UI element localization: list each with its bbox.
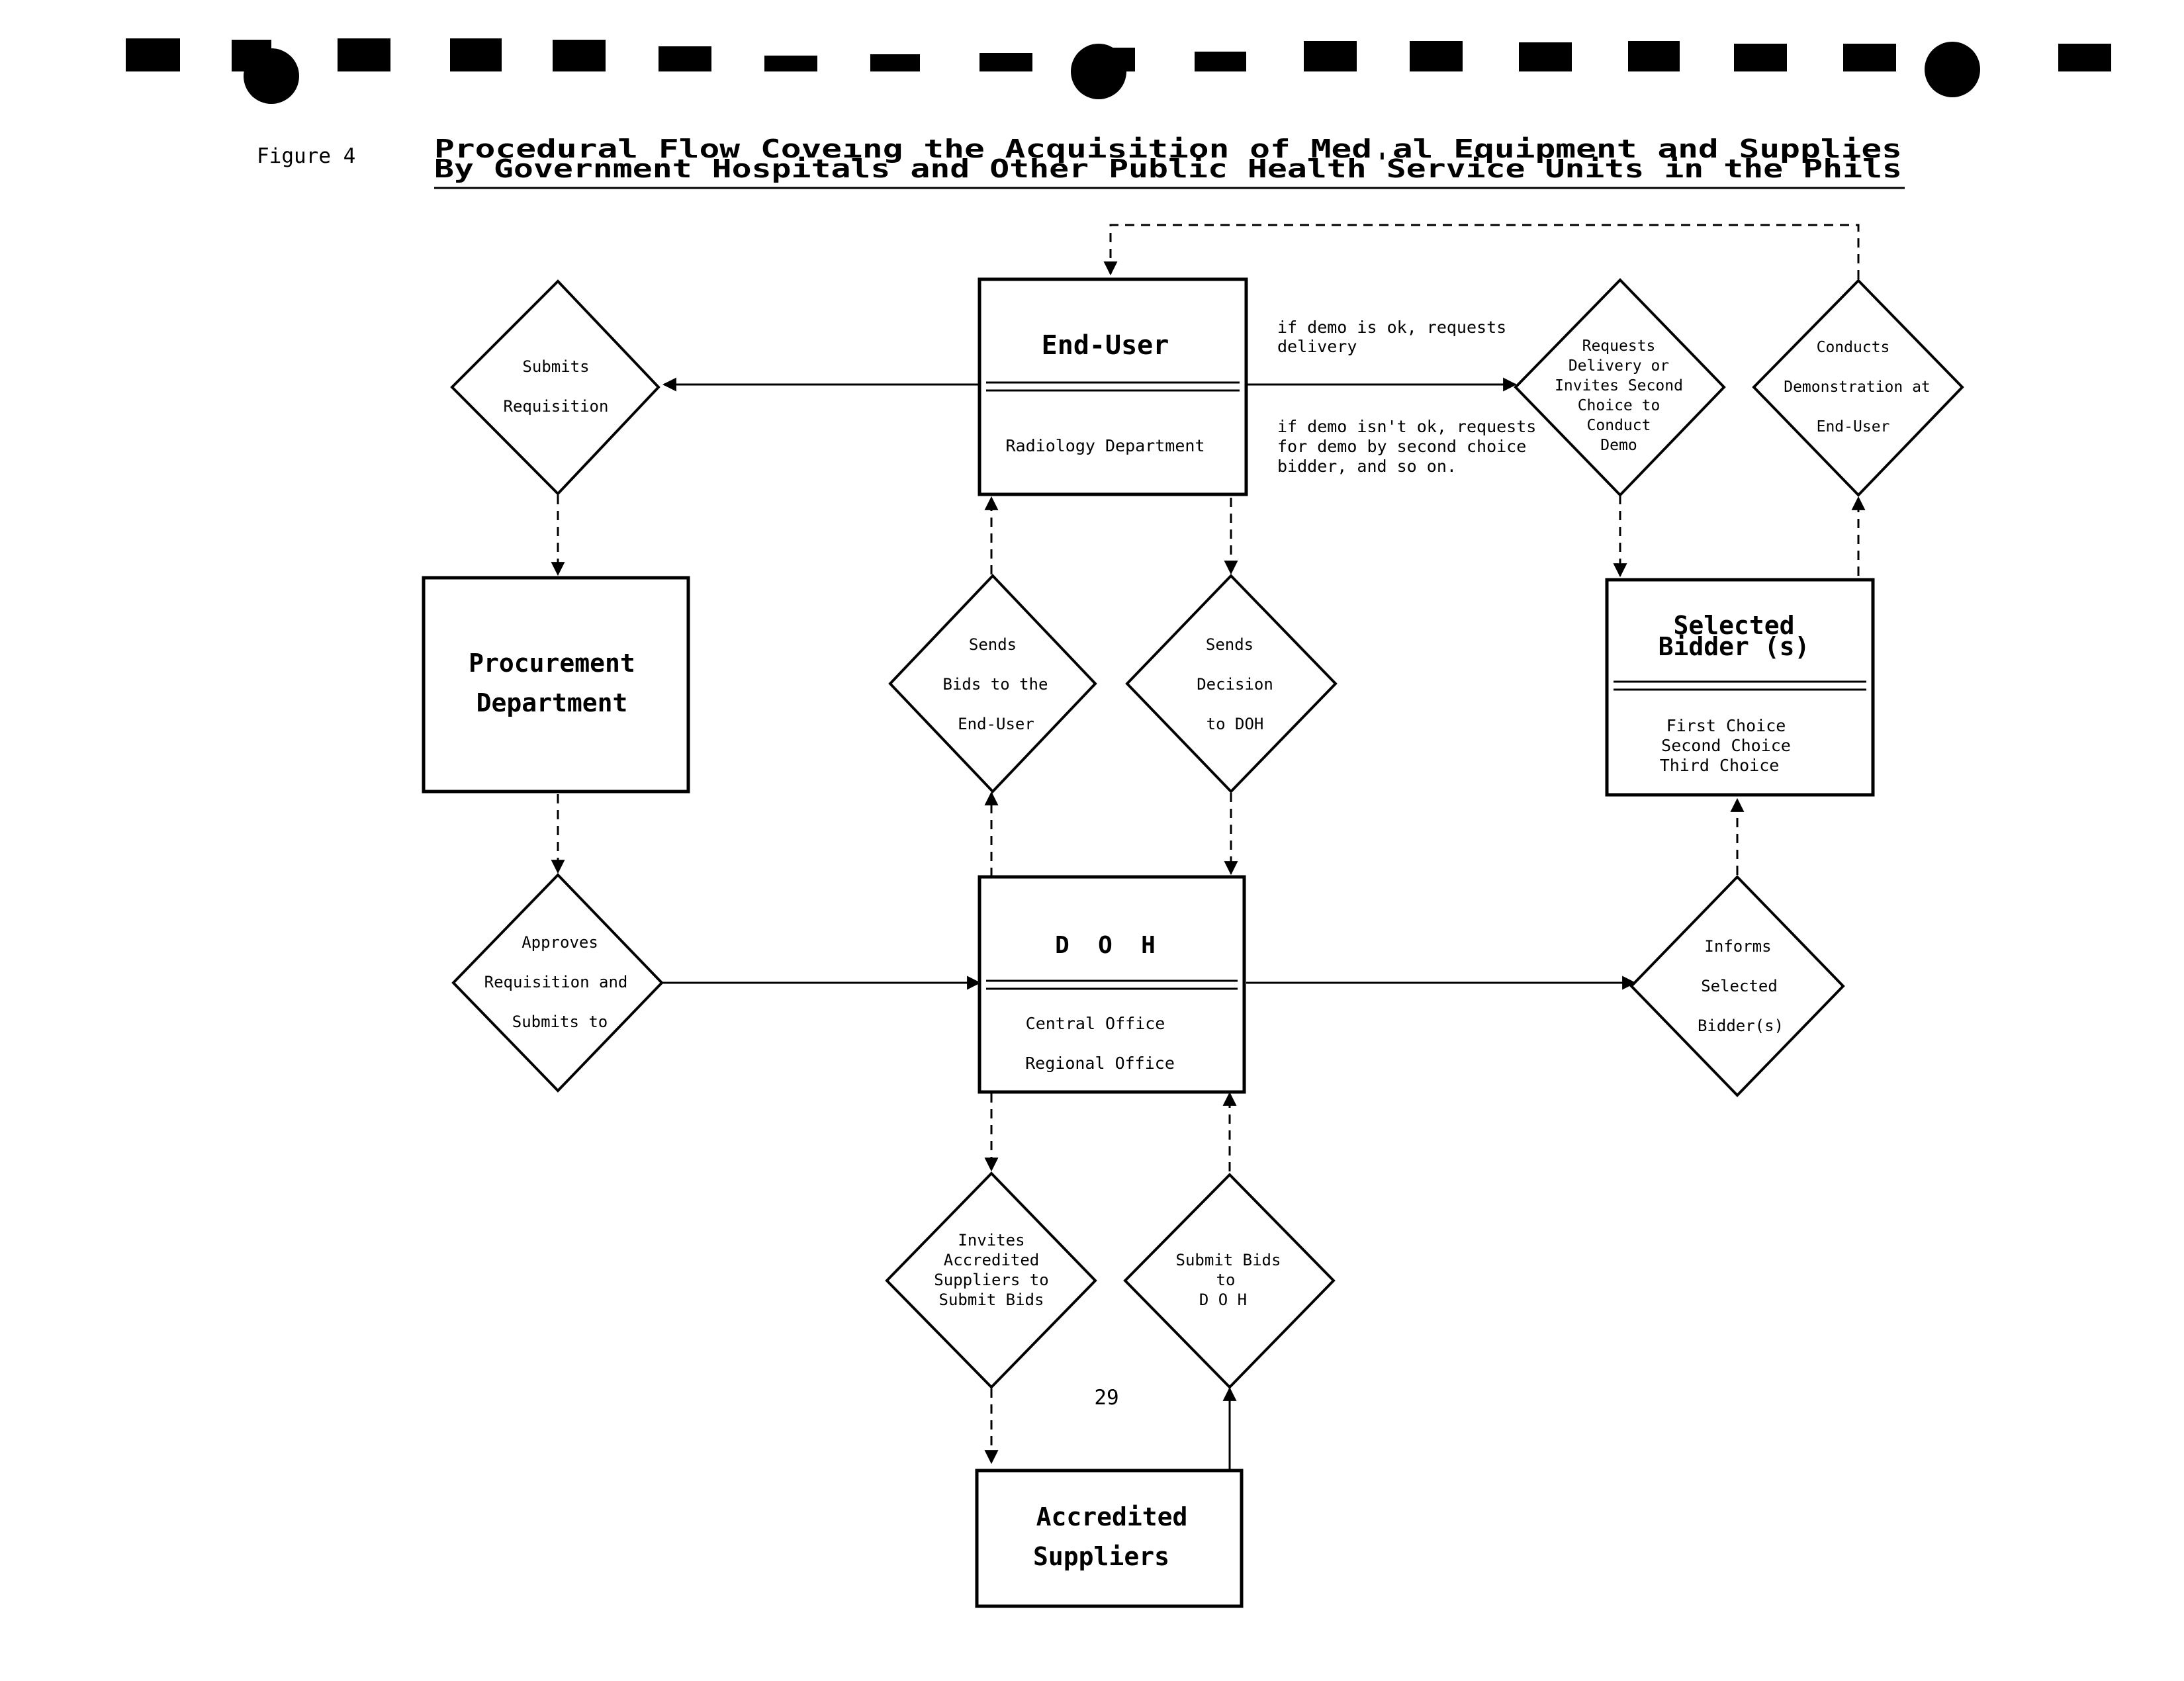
accredited-line1: Accredited [1036,1502,1188,1531]
requests-l5: Conduct [1587,417,1651,434]
end-user-title: End-User [1042,330,1169,361]
connectors [551,224,1866,1469]
conducts-l1: Conducts [1817,339,1890,356]
procurement-line1: Procurement [469,649,635,678]
procurement-line2: Department [477,688,628,717]
sendsbids-l3: End-User [958,715,1034,733]
bidder-sub1: First Choice [1666,716,1786,735]
requests-l2: Delivery or [1569,357,1669,375]
doh-title: D O H [1055,932,1156,959]
conducts-l3: End-User [1817,418,1890,435]
invites-l3: Suppliers to [934,1271,1048,1289]
decision-l3: to DOH [1206,715,1264,733]
sendsbids-l2: Bids to the [943,675,1048,694]
note-ok-l1: if demo is ok, requests [1277,318,1506,337]
box-end-user: End-User Radiology Department [978,277,1248,496]
invites-l2: Accredited [944,1251,1040,1269]
diamond-approves: Approves Requisition and Submits to [451,873,664,1093]
bidder-line1: Selected [1673,611,1794,640]
diamond-sends-decision: Sends Decision to DOH [1125,574,1338,794]
box-selected-bidder: Selected Bidder (s) First Choice Second … [1605,578,1875,797]
invites-l4: Submit Bids [939,1291,1044,1309]
note-demo-not-ok: if demo isn't ok, requests for demo by s… [1277,417,1536,476]
informs-l3: Bidder(s) [1698,1017,1784,1035]
diamond-conducts-demo: Conducts Demonstration at End-User [1752,279,1964,497]
submits-l2: Requisition [504,397,609,416]
diamond-invites: Invites Accredited Suppliers to Submit B… [885,1171,1097,1389]
bidder-sub3: Third Choice [1660,756,1780,775]
figure-title-line1: Procedural Flow Coveıng the Acquisition … [434,134,1902,163]
diamond-requests-delivery: Requests Delivery or Invites Second Choi… [1514,278,1726,497]
note-ok-l2: delivery [1277,337,1357,356]
bidder-line2: Bidder (s) [1659,632,1810,661]
figure-title-line2: By Government Hospitals and Other Public… [434,154,1902,183]
diamond-submits-requisition: Submits Requisition [450,279,660,496]
box-doh: D O H Central Office Regional Office [978,875,1246,1094]
submitbids-l1: Submit Bids [1176,1251,1281,1269]
approves-l2: Requisition and [484,973,628,991]
note-demo-ok: if demo is ok, requests delivery [1277,318,1506,356]
requests-l6: Demo [1600,437,1637,454]
accredited-line2: Suppliers [1033,1542,1169,1571]
doh-sub2: Regional Office [1025,1054,1175,1073]
approves-l1: Approves [522,933,598,952]
arrow-conducts-to-enduser [1103,224,1860,279]
note-notok-l1: if demo isn't ok, requests [1277,417,1536,436]
note-notok-l3: bidder, and so on. [1277,457,1457,476]
note-notok-l2: for demo by second choice [1277,437,1526,456]
decision-l1: Sends [1206,635,1253,654]
requests-l1: Requests [1582,338,1656,355]
submitbids-l2: to [1216,1271,1236,1289]
approves-l3: Submits to [512,1013,608,1031]
sendsbids-l1: Sends [969,635,1017,654]
diamond-sends-bids: Sends Bids to the End-User [888,574,1097,794]
diamond-submit-bids: Submit Bids to D O H [1123,1173,1336,1389]
page-perforation-strip [126,38,2111,104]
conducts-l2: Demonstration at [1784,379,1931,396]
informs-l1: Informs [1704,937,1771,956]
figure-label: Figure 4 [257,144,355,168]
submitbids-l3: D O H [1199,1291,1247,1309]
requests-l3: Invites Second [1555,377,1683,394]
box-accredited-suppliers: Accredited Suppliers [975,1469,1244,1608]
decision-l2: Decision [1197,675,1273,694]
submits-l1: Submits [522,357,589,376]
end-user-sub: Radiology Department [1005,436,1205,455]
requests-l4: Choice to [1578,397,1661,414]
doh-sub1: Central Office [1026,1014,1165,1033]
box-procurement: Procurement Department [422,576,690,794]
informs-l2: Selected [1701,977,1778,995]
diamond-informs: Informs Selected Bidder(s) [1629,875,1845,1097]
page-number: 29 [1094,1386,1118,1410]
bidder-sub2: Second Choice [1661,736,1791,755]
invites-l1: Invites [958,1231,1024,1249]
